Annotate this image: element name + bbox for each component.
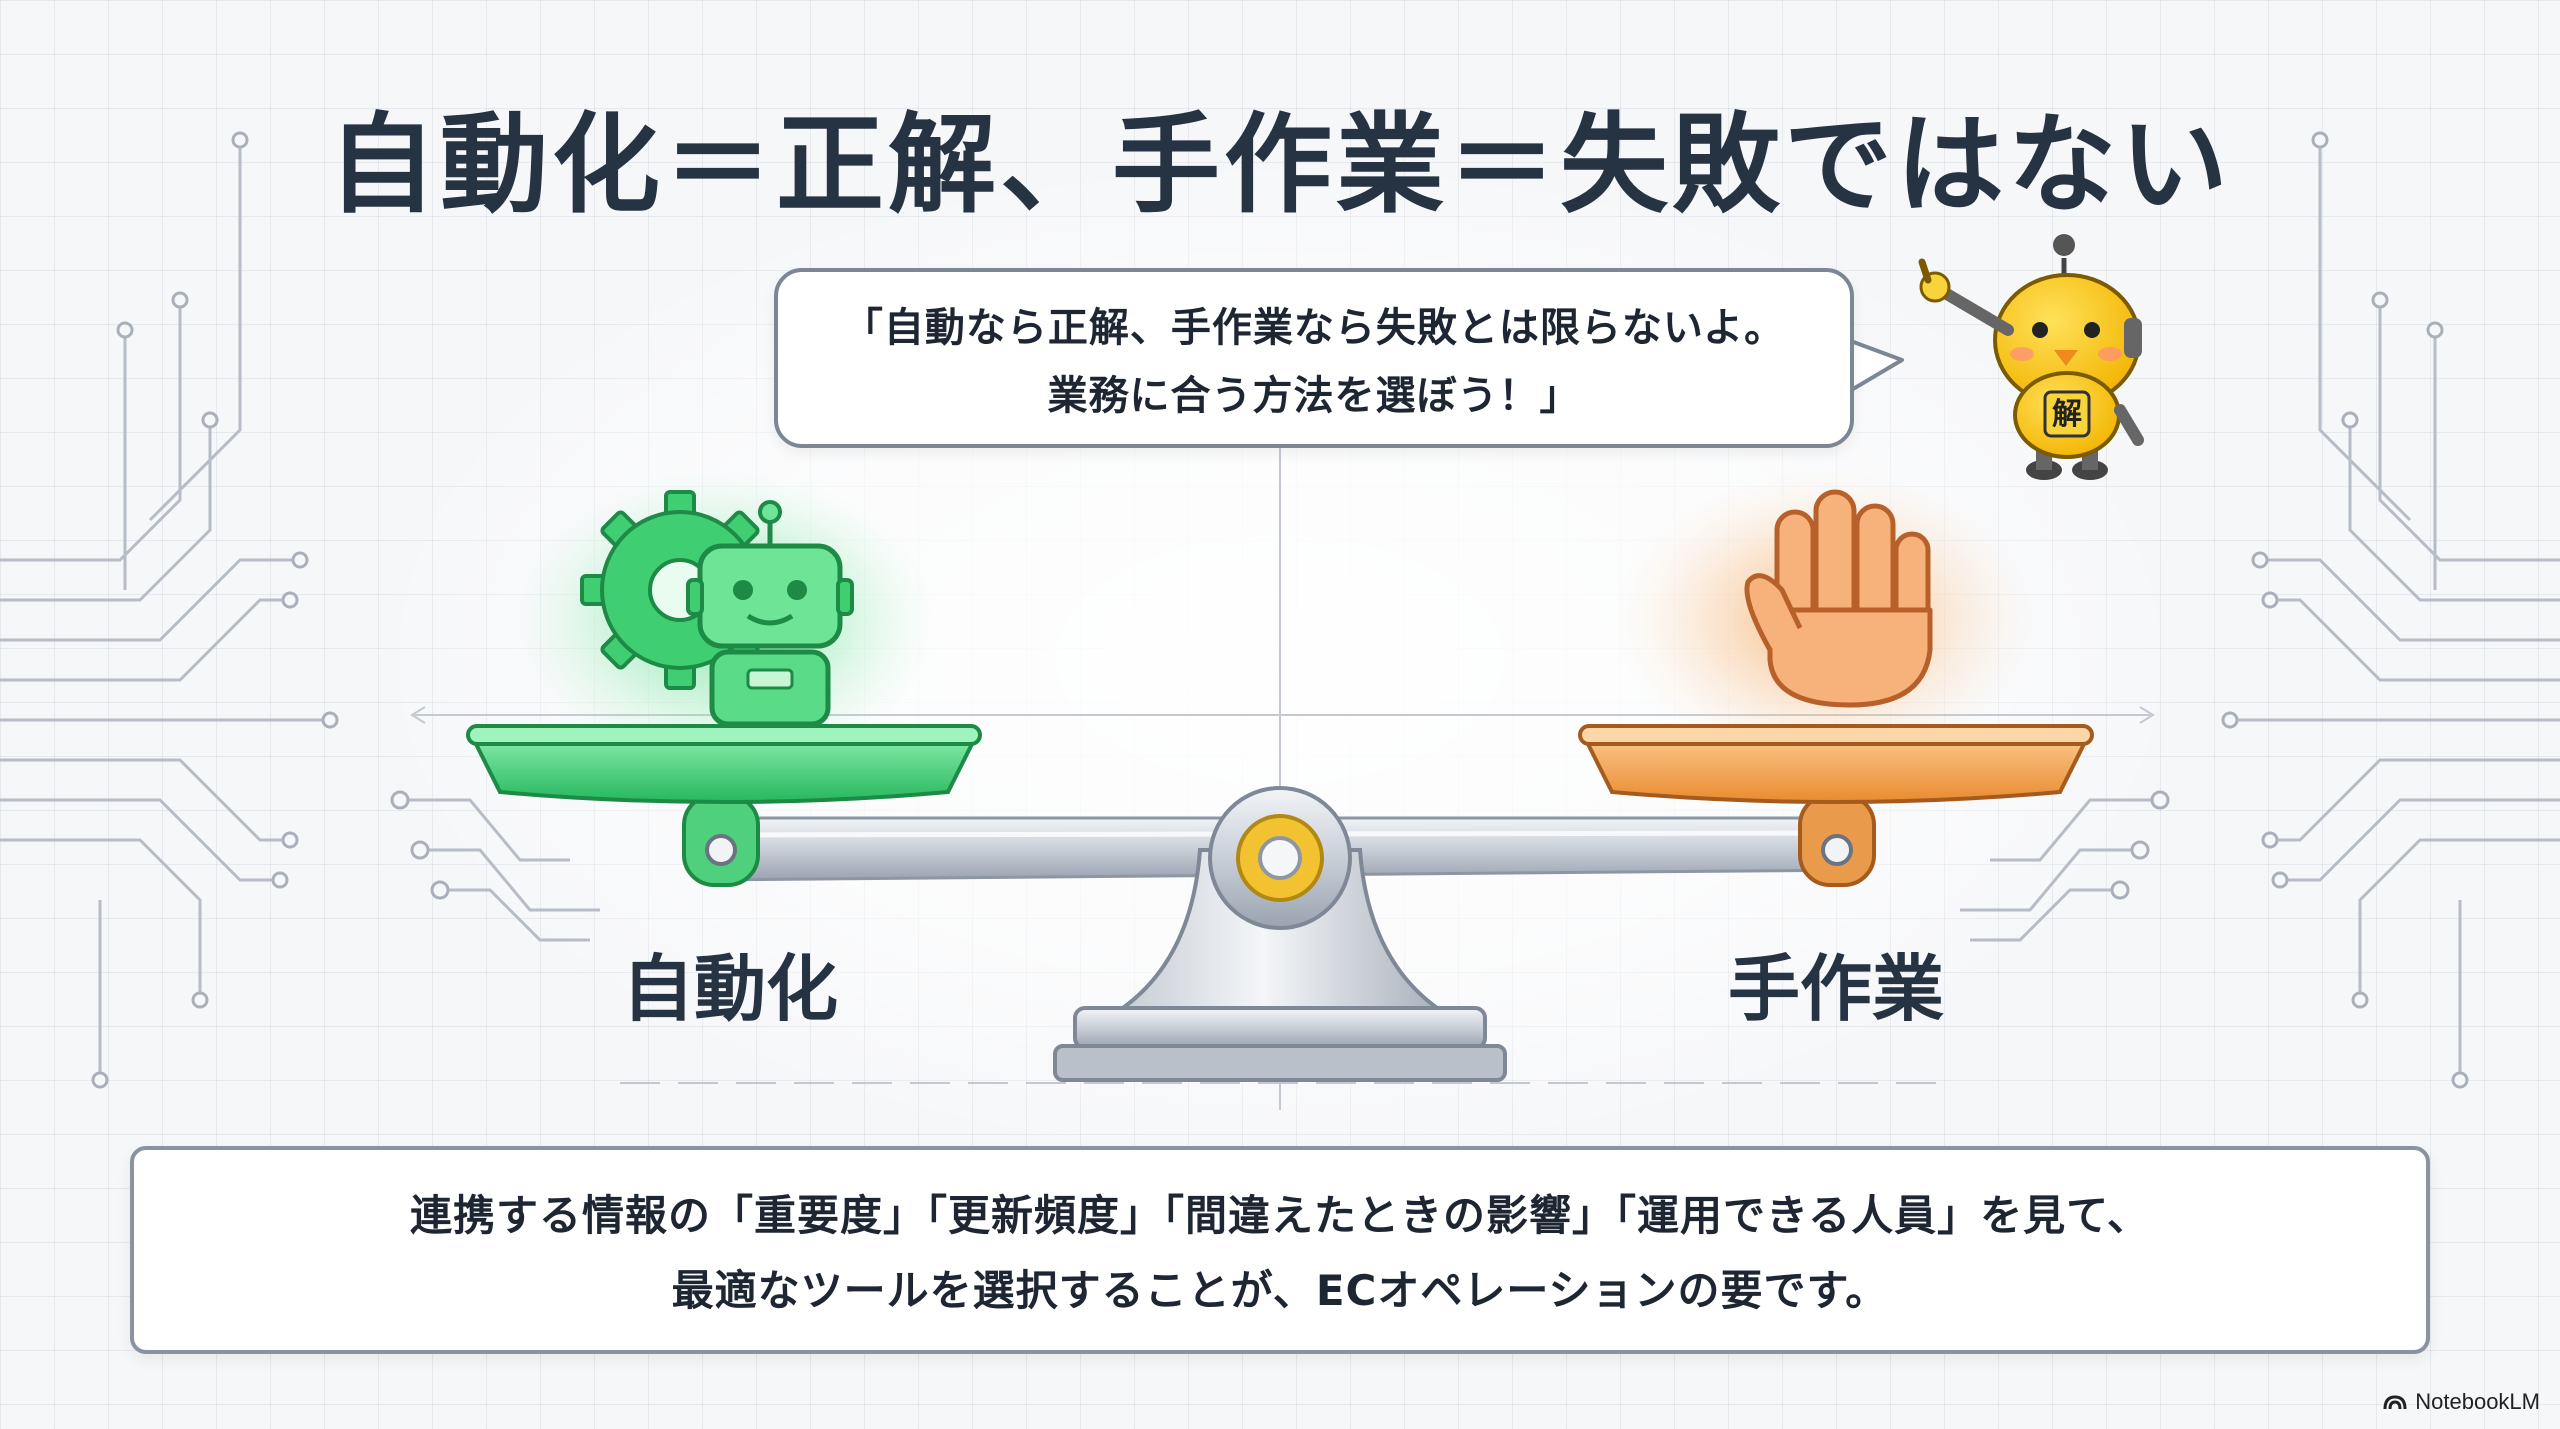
summary-line-2: 最適なツールを選択することが、ECオペレーションの要です。 [671,1266,1889,1315]
gear-robot-icon [580,490,854,727]
speech-bubble: 「自動なら正解、手作業なら失敗とは限らないよ。 業務に合う方法を選ぼう！」 [774,268,1854,448]
watermark-text: NotebookLM [2415,1389,2540,1414]
speech-bubble-line-1: 「自動なら正解、手作業なら失敗とは限らないよ。 [842,305,1786,351]
watermark: NotebookLM [2383,1389,2540,1415]
mascot-badge: 解 [2052,397,2082,432]
circuit-nodes-right [2110,131,2469,1089]
notebooklm-logo-icon [2383,1395,2407,1410]
summary-box: 連携する情報の「重要度」「更新頻度」「間違えたときの影響」「運用できる人員」を見… [130,1146,2430,1354]
automation-label: 自動化 [622,947,839,1031]
left-pan [466,724,982,804]
circuit-nodes-left [91,131,450,1089]
left-hanger [682,793,760,887]
pivot-knob [1208,786,1352,930]
chick-robot-mascot-icon: 解 [1918,234,2144,480]
page-title: 自動化＝正解、手作業＝失敗ではない [327,103,2232,228]
raised-hand-icon [1744,489,1933,708]
right-hanger [1798,793,1876,887]
speech-bubble-line-2: 業務に合う方法を選ぼう！」 [1047,373,1581,419]
summary-line-1: 連携する情報の「重要度」「更新頻度」「間違えたときの影響」「運用できる人員」を見… [409,1191,2151,1240]
circuit-lines-right [1960,140,2560,1080]
manual-work-label: 手作業 [1728,947,1945,1031]
right-pan [1578,724,2094,804]
speech-bubble-tail [1846,338,1904,394]
circuit-lines-left [0,140,600,1080]
